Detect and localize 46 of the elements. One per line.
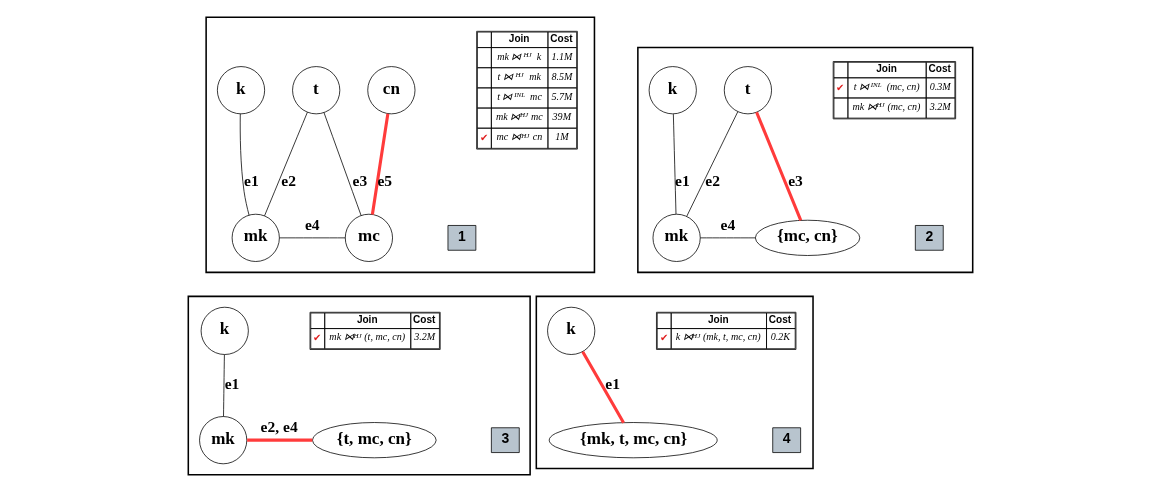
connector — [580, 350, 625, 424]
node-circle: k — [648, 66, 697, 115]
cluster — [187, 295, 531, 476]
connector — [754, 111, 802, 221]
connector — [672, 113, 676, 215]
connector — [699, 237, 756, 239]
connector — [323, 112, 361, 216]
node-circle: t — [723, 66, 772, 115]
node-circle: mk — [231, 213, 280, 262]
cluster — [204, 16, 595, 274]
edge-label: e1 — [243, 172, 259, 190]
connector — [222, 354, 225, 417]
edge-label: e3 — [352, 172, 367, 190]
connector — [246, 438, 312, 442]
node-circle: k — [216, 66, 265, 115]
edge-label: e2, e4 — [260, 418, 298, 436]
node-circle: mk — [198, 416, 247, 465]
edge-label: e1 — [674, 172, 690, 190]
edge-label: e5 — [376, 172, 392, 190]
node-ellipse: {mk, t, mc, cn} — [548, 422, 718, 459]
edge-label: e4 — [720, 216, 735, 234]
connector — [263, 111, 308, 217]
node-circle: cn — [366, 66, 415, 115]
node-circle: mk — [652, 213, 701, 262]
edge-label: e3 — [787, 172, 803, 190]
connector — [239, 113, 249, 216]
connector — [370, 113, 389, 215]
node-circle: k — [546, 306, 595, 355]
connector — [685, 111, 738, 217]
node-ellipse: {mc, cn} — [754, 219, 860, 256]
edge-label: e2 — [280, 172, 296, 190]
cluster — [636, 46, 973, 274]
connector — [278, 237, 346, 239]
node-box: 1 — [447, 225, 476, 251]
node-box: 2 — [914, 225, 944, 251]
edge-label: e1 — [604, 374, 620, 392]
node-circle: t — [291, 66, 340, 115]
node-circle: k — [200, 306, 249, 355]
edge-label: e4 — [304, 216, 320, 234]
edge-label: e1 — [224, 374, 239, 392]
node-ellipse: {t, mc, cn} — [311, 422, 437, 459]
edge-label: e2 — [704, 172, 720, 190]
node-box: 4 — [771, 427, 801, 453]
node-box: 3 — [490, 427, 520, 453]
node-circle: mc — [344, 213, 393, 262]
cluster — [535, 295, 814, 470]
